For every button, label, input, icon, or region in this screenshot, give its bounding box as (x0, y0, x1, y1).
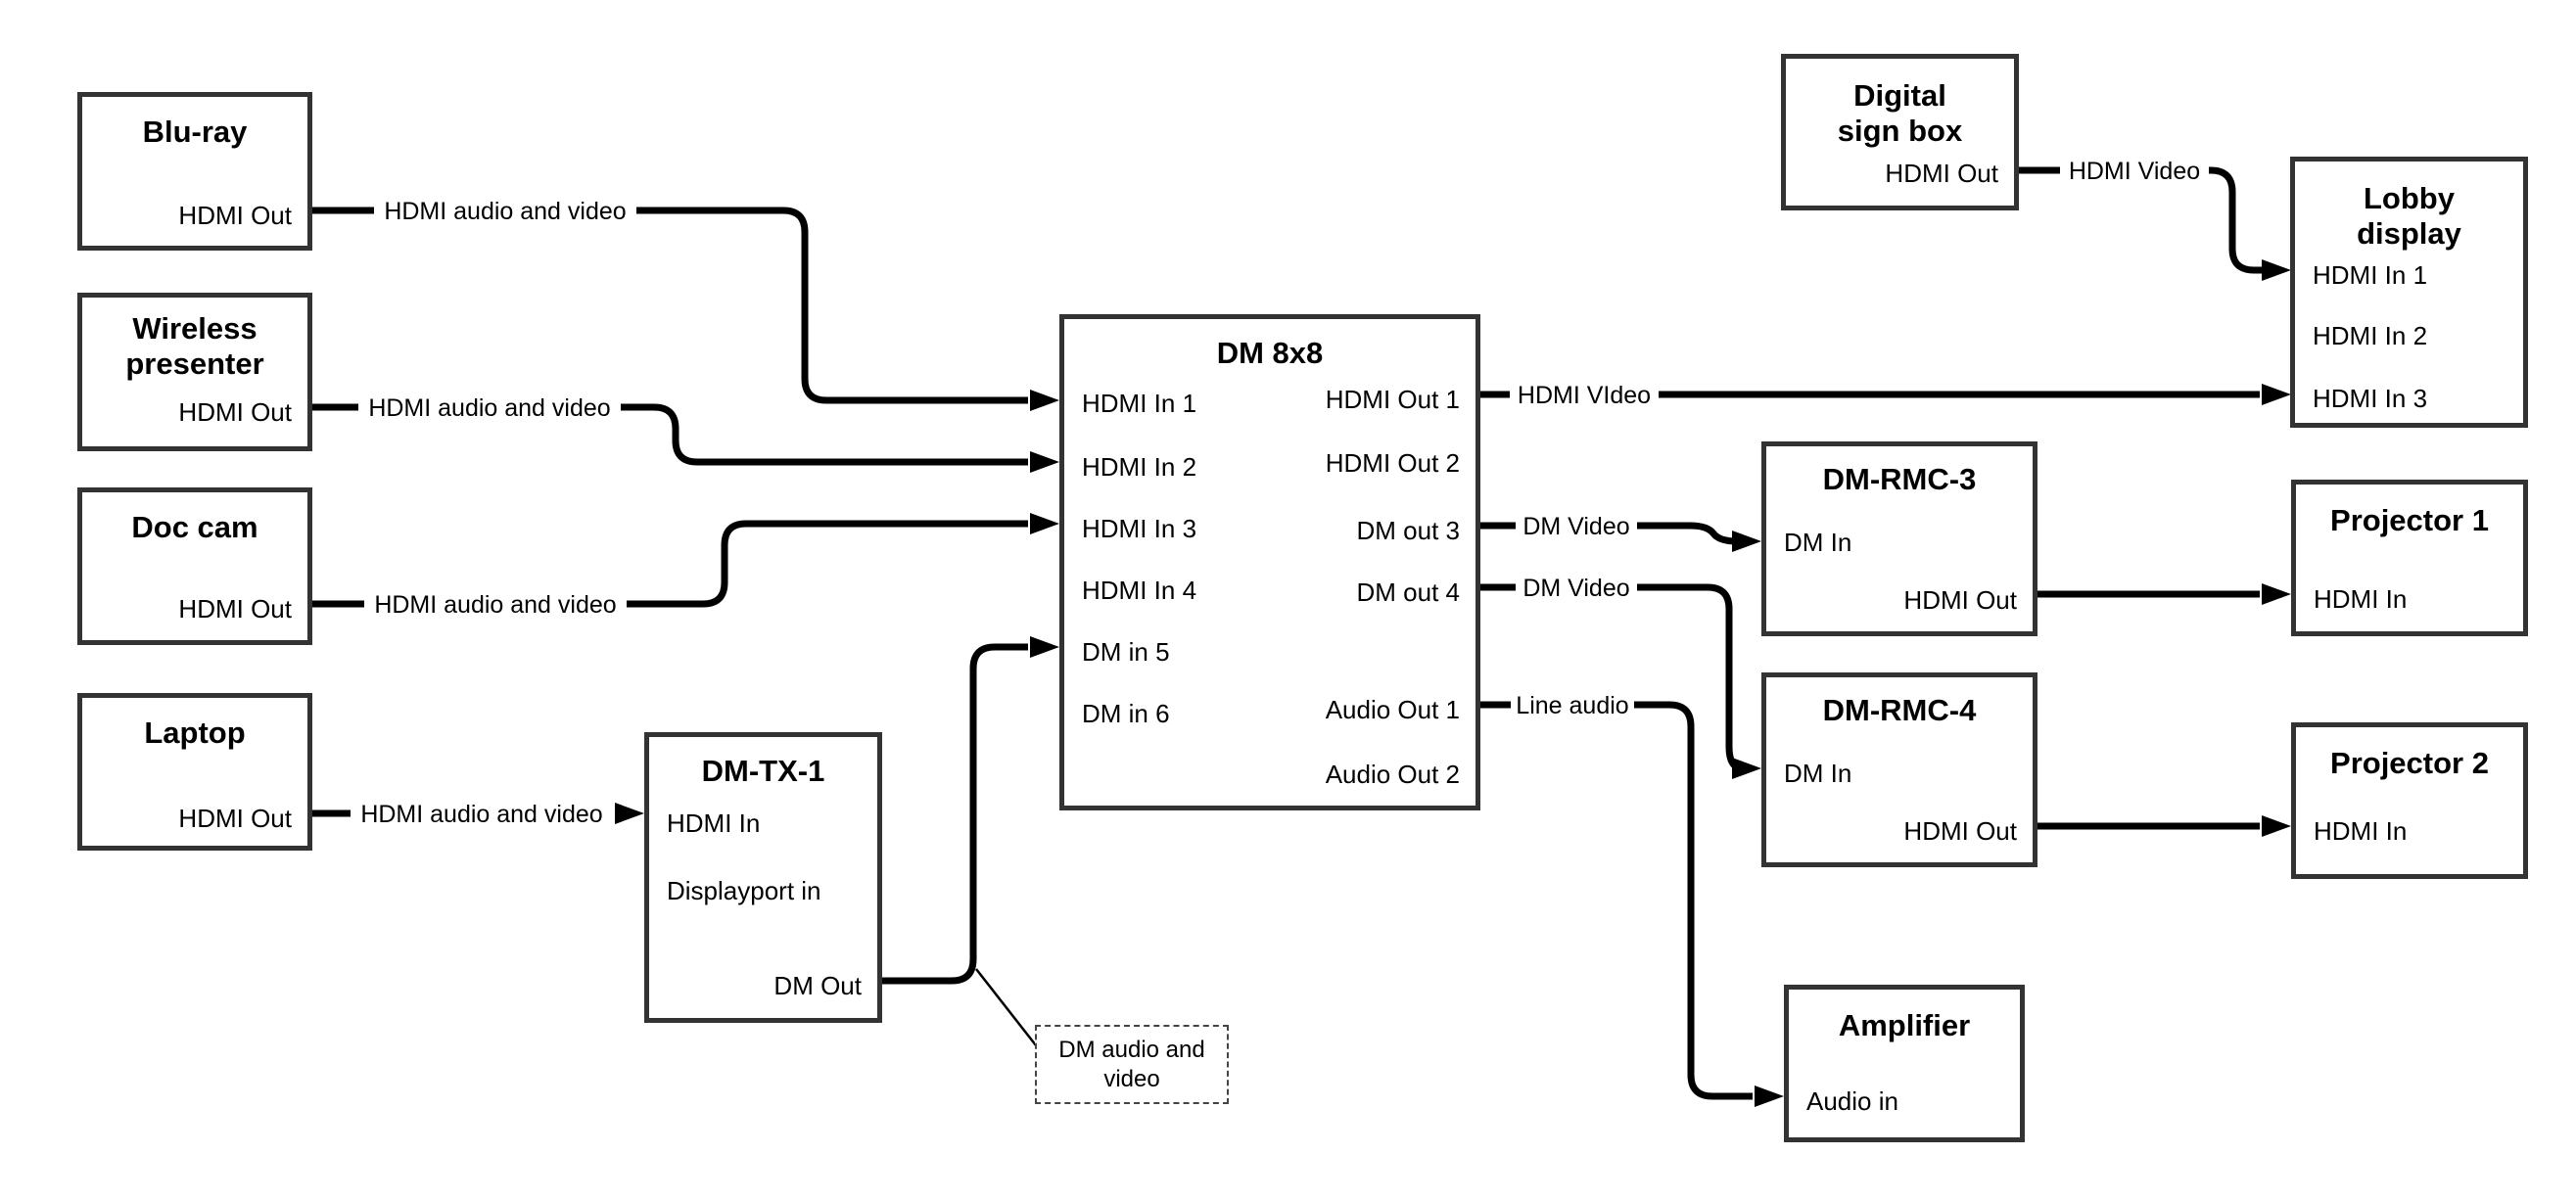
arrowhead-lobby-hdmi-in-1 (2262, 259, 2291, 281)
device-title: Projector 2 (2330, 746, 2489, 780)
device-box-projector-1: Projector 1 HDMI In (2291, 480, 2528, 636)
port-hdmi-in-3: HDMI In 3 (2313, 384, 2428, 413)
port-hdmi-out: HDMI Out (178, 804, 292, 833)
wire-bluray-to-hdmi-in-1 (312, 207, 1028, 404)
wire-label-bluray-feed: HDMI audio and video (384, 198, 626, 225)
device-box-amplifier: Amplifier Audio in (1784, 985, 2025, 1142)
port-hdmi-in-1: HDMI In 1 (1082, 389, 1197, 418)
wire-label-laptop-feed: HDMI audio and video (360, 801, 602, 828)
port-hdmi-in-2: HDMI In 2 (2313, 321, 2428, 350)
device-box-dm-rmc-3: DM-RMC-3 DM In HDMI Out (1761, 441, 2037, 636)
arrowhead-hdmi-in-2 (1030, 451, 1059, 473)
device-box-laptop: Laptop HDMI Out (77, 693, 312, 851)
port-hdmi-out: HDMI Out (178, 201, 292, 230)
annotation-dm-audio-and-video: DM audio and video (1035, 1025, 1229, 1104)
port-hdmi-out-1: HDMI Out 1 (1325, 385, 1460, 414)
arrowhead-projector2-hdmi-in (2262, 815, 2291, 837)
device-title: DM-TX-1 (701, 754, 825, 788)
device-title: Amplifier (1838, 1008, 1971, 1042)
port-hdmi-in: HDMI In (2314, 584, 2408, 614)
port-displayport-in: Displayport in (667, 876, 821, 905)
device-box-doc-cam: Doc cam HDMI Out (77, 487, 312, 645)
port-hdmi-in-2: HDMI In 2 (1082, 452, 1197, 482)
wire-doccam-to-hdmi-in-3 (312, 520, 1028, 608)
arrowhead-dm-in-5 (1030, 636, 1059, 658)
arrowhead-projector1-hdmi-in (2262, 583, 2291, 605)
port-audio-in: Audio in (1806, 1086, 1898, 1116)
device-title: DM-RMC-4 (1822, 693, 1977, 727)
wire-labels: HDMI audio and video HDMI audio and vide… (351, 154, 2209, 830)
device-title: Projector 1 (2330, 503, 2489, 537)
device-title: Digital sign box (1837, 78, 1963, 148)
port-hdmi-in: HDMI In (667, 808, 761, 838)
device-box-wireless-presenter: Wireless presenter HDMI Out (77, 293, 312, 451)
wire-dm-out-4-to-rmc4 (1480, 583, 1744, 772)
port-hdmi-out-2: HDMI Out 2 (1325, 448, 1460, 478)
device-title: Laptop (144, 716, 246, 750)
wire-label-dm-out4-feed: DM Video (1522, 575, 1629, 602)
port-dm-in: DM In (1784, 528, 1852, 557)
annotation-text: DM audio and video (1058, 1036, 1205, 1092)
port-dm-in: DM In (1784, 759, 1852, 788)
port-dm-out-3: DM out 3 (1356, 516, 1461, 545)
device-title: DM-RMC-3 (1822, 462, 1977, 496)
wire-label-digital-sign-feed: HDMI Video (2069, 158, 2200, 185)
arrowheads (615, 259, 2291, 1107)
device-box-digital-sign: Digital sign box HDMI Out (1781, 54, 2019, 210)
wire-wireless-to-hdmi-in-2 (312, 403, 1028, 466)
port-dm-in-5: DM in 5 (1082, 637, 1170, 667)
device-title: DM 8x8 (1216, 336, 1324, 370)
port-audio-out-2: Audio Out 2 (1325, 760, 1460, 789)
device-box-dm-rmc-4: DM-RMC-4 DM In HDMI Out (1761, 672, 2037, 867)
port-hdmi-in: HDMI In (2314, 816, 2408, 846)
wire-audio-out-1-to-amplifier (1480, 701, 1753, 1100)
arrowhead-dmtx1-hdmi-in (615, 803, 644, 824)
wire-digital-sign-to-lobby (2019, 166, 2264, 274)
port-hdmi-out: HDMI Out (178, 397, 292, 427)
arrowhead-hdmi-in-3 (1030, 513, 1059, 534)
device-box-dm-8x8: DM 8x8 HDMI In 1 HDMI In 2 HDMI In 3 HDM… (1059, 314, 1480, 810)
arrowhead-rmc3-dm-in (1732, 531, 1761, 552)
wire-dm-out-3-to-rmc3 (1480, 522, 1738, 545)
annotation-callout-line (975, 968, 1037, 1046)
port-dm-out: DM Out (773, 971, 862, 1000)
device-title: Lobby display (2357, 181, 2461, 251)
port-hdmi-out: HDMI Out (178, 594, 292, 624)
arrowhead-lobby-hdmi-in-3 (2262, 384, 2291, 405)
device-box-lobby-display: Lobby display HDMI In 1 HDMI In 2 HDMI I… (2290, 157, 2528, 428)
port-hdmi-out: HDMI Out (1885, 159, 1998, 188)
port-dm-out-4: DM out 4 (1356, 577, 1461, 607)
wire-label-doccam-feed: HDMI audio and video (374, 591, 616, 619)
port-hdmi-out: HDMI Out (1903, 585, 2017, 615)
wire-label-wireless-feed: HDMI audio and video (368, 394, 610, 422)
device-title: Blu-ray (142, 115, 248, 149)
port-audio-out-1: Audio Out 1 (1325, 695, 1460, 724)
wire-label-hdmi-out1-feed: HDMI VIdeo (1518, 382, 1651, 409)
arrowhead-amplifier-audio-in (1755, 1086, 1784, 1107)
port-hdmi-in-3: HDMI In 3 (1082, 514, 1197, 543)
port-hdmi-out: HDMI Out (1903, 816, 2017, 846)
arrowhead-hdmi-in-1 (1030, 390, 1059, 411)
device-box-projector-2: Projector 2 HDMI In (2291, 722, 2528, 879)
device-title: Doc cam (131, 510, 258, 544)
wire-label-audio-out1-feed: Line audio (1516, 692, 1628, 719)
port-dm-in-6: DM in 6 (1082, 699, 1170, 728)
port-hdmi-in-1: HDMI In 1 (2313, 260, 2428, 290)
device-box-dm-tx-1: DM-TX-1 HDMI In Displayport in DM Out (644, 732, 882, 1023)
wire-dmtx1-to-dm-in-5 (882, 643, 1028, 985)
device-box-blu-ray: Blu-ray HDMI Out (77, 92, 312, 251)
port-hdmi-in-4: HDMI In 4 (1082, 576, 1197, 605)
wire-label-dm-out3-feed: DM Video (1522, 513, 1629, 540)
device-title: Wireless presenter (125, 311, 264, 381)
arrowhead-rmc4-dm-in (1732, 758, 1761, 779)
